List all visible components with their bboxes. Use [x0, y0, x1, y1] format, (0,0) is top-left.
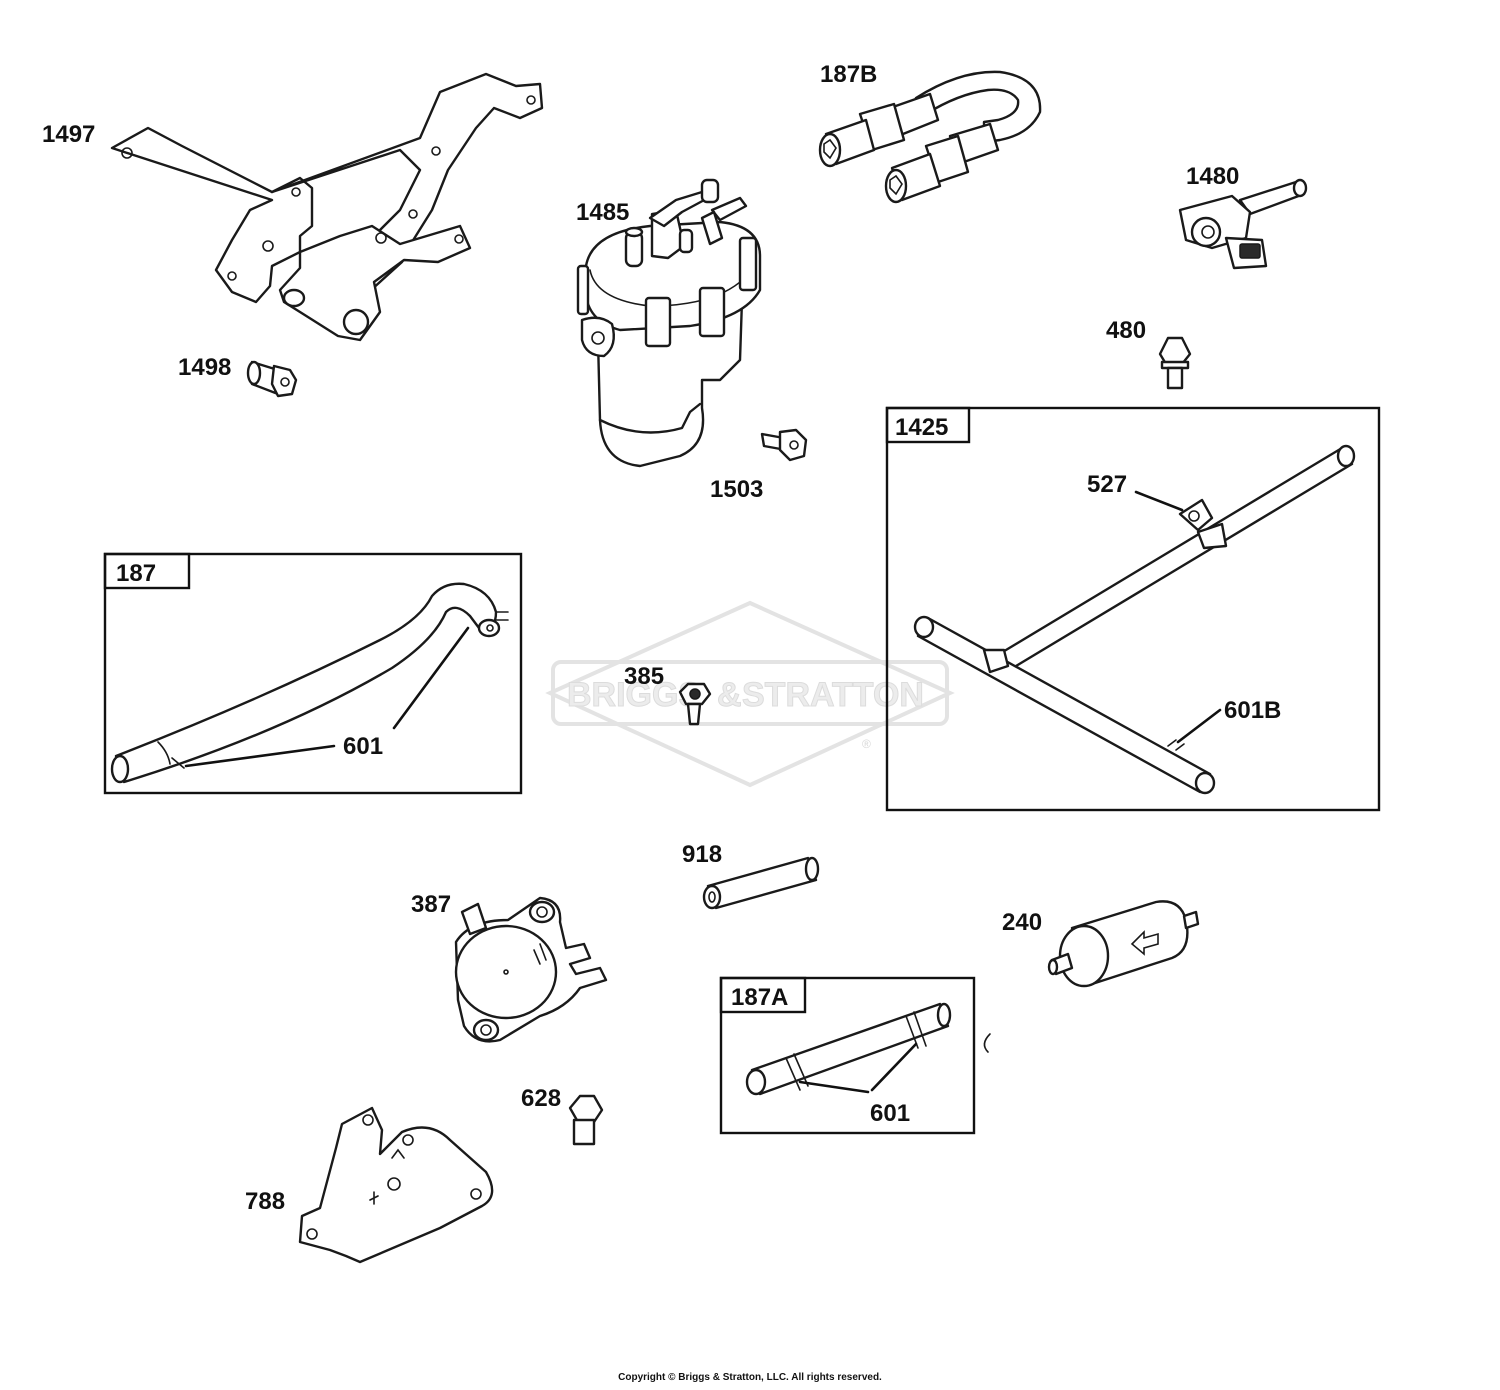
part-628-bolt [568, 1094, 604, 1146]
box-label-187A: 187A [731, 984, 788, 1011]
leader-601B [1176, 708, 1222, 744]
box-187-fuel-hose: 187 [103, 552, 523, 795]
part-1480-connector [1178, 178, 1308, 270]
part-240-fuel-filter [1047, 900, 1200, 988]
copyright-notice: Copyright © Briggs & Stratton, LLC. All … [618, 1372, 882, 1383]
callout-918: 918 [682, 841, 722, 868]
callout-1480: 1480 [1186, 163, 1239, 190]
callout-1497: 1497 [42, 121, 95, 148]
watermark-registered: ® [862, 737, 871, 751]
callout-601-box187: 601 [343, 733, 383, 760]
callout-1503: 1503 [710, 476, 763, 503]
callout-527: 527 [1087, 471, 1127, 498]
callout-187B: 187B [820, 61, 877, 88]
brand-watermark: BRIGGS & STRATTON ® [545, 600, 955, 788]
part-1485-fuel-module [576, 178, 762, 468]
watermark-brand-left: BRIGGS [567, 676, 701, 714]
box-187A-fuel-hose: 187A [719, 976, 976, 1135]
part-1503-screw [760, 428, 808, 462]
callout-601-box187A: 601 [870, 1100, 910, 1127]
box-1425-fuel-line-assembly: 1425 [885, 406, 1381, 812]
part-480-bolt [1158, 336, 1192, 390]
callout-788: 788 [245, 1188, 285, 1215]
part-187B-hose [818, 70, 1042, 204]
spring-clip-mark [983, 1033, 991, 1053]
leader-527 [1134, 490, 1184, 512]
box-label-1425: 1425 [895, 414, 948, 441]
part-385-screw [678, 682, 712, 726]
box-label-187: 187 [116, 560, 156, 587]
callout-1485: 1485 [576, 199, 629, 226]
watermark-brand-right: STRATTON [742, 676, 924, 714]
leader-601-a1 [184, 744, 336, 768]
part-918-tube [702, 856, 820, 910]
watermark-brand-amp: & [717, 676, 742, 714]
part-387-fuel-pump [454, 896, 608, 1043]
callout-480: 480 [1106, 317, 1146, 344]
callout-240: 240 [1002, 909, 1042, 936]
callout-1498: 1498 [178, 354, 231, 381]
callout-385: 385 [624, 663, 664, 690]
callout-387: 387 [411, 891, 451, 918]
leader-601-b1 [798, 1080, 870, 1094]
part-1498-bolt [246, 360, 298, 398]
callout-628: 628 [521, 1085, 561, 1112]
leader-601-b2 [870, 1042, 918, 1092]
part-1497-bracket [110, 72, 544, 342]
part-788-plate [298, 1106, 494, 1264]
leader-601-a2 [392, 626, 470, 730]
callout-601B: 601B [1224, 697, 1281, 724]
